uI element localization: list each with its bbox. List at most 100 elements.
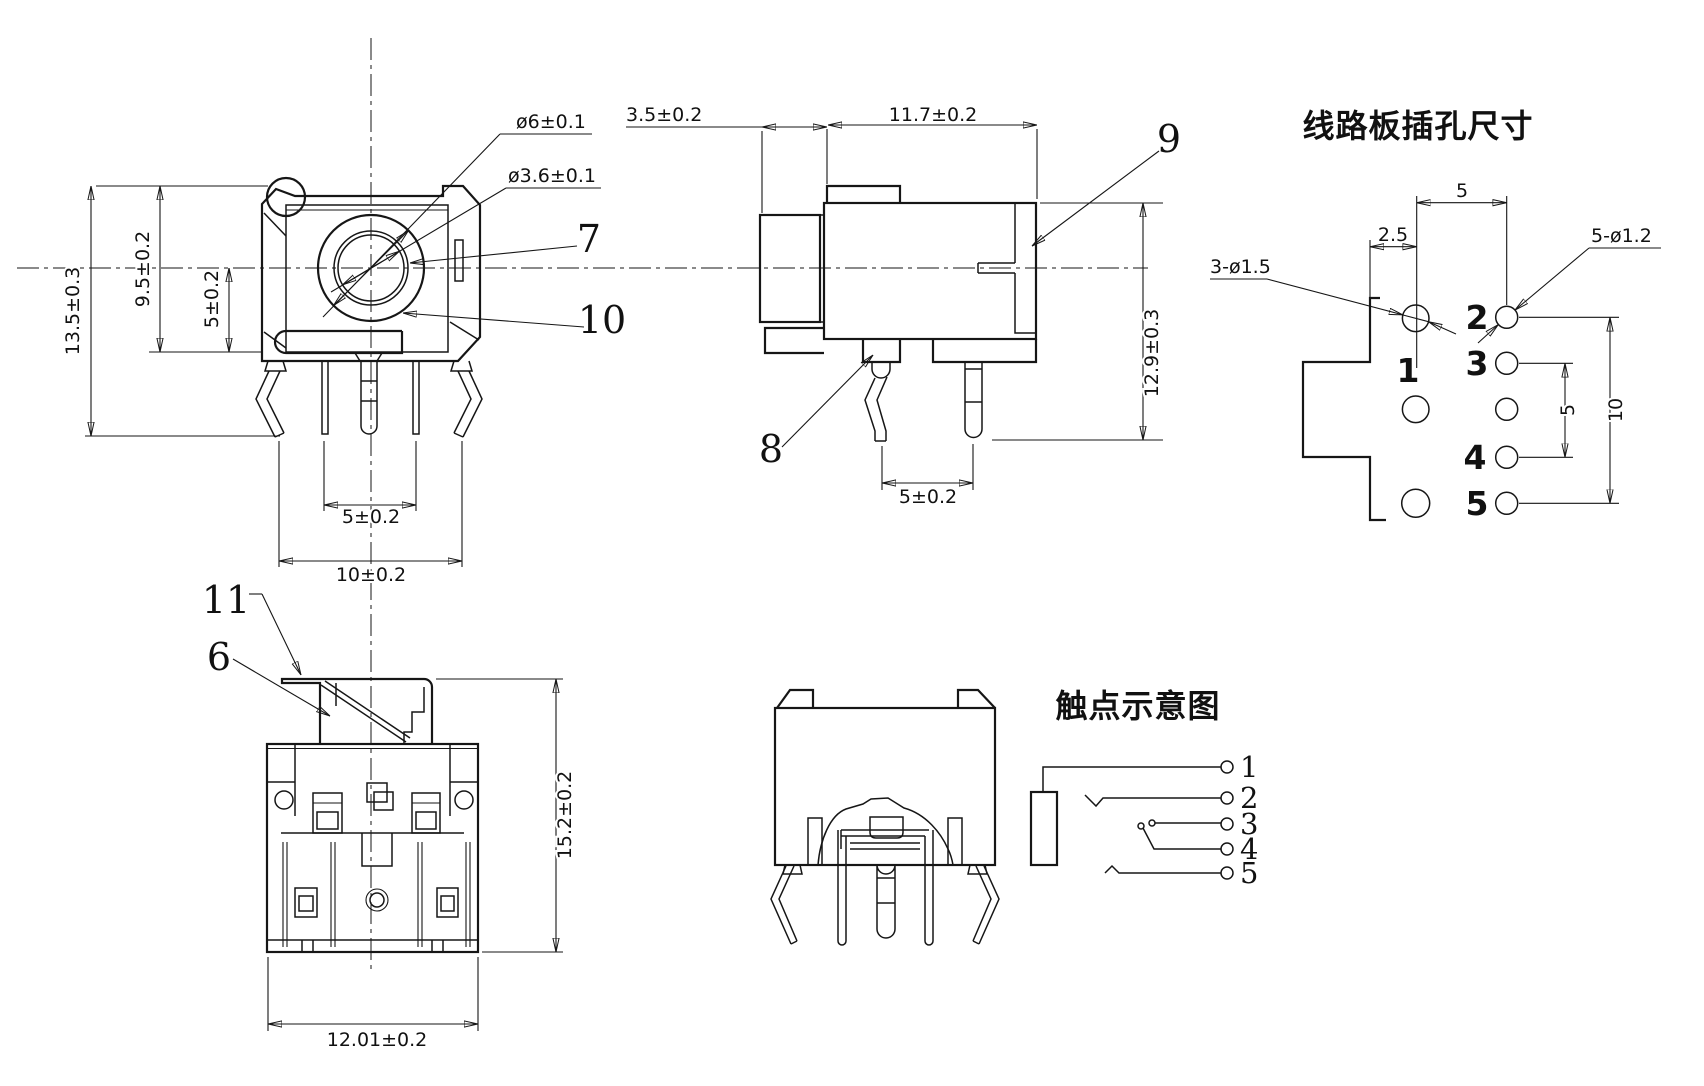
front-view-dimensions: 13.5±0.3 9.5±0.2 5±0.2 ø6±0.1 ø3.6±0.1 7… — [60, 109, 628, 588]
terminal-label-3: 3 — [1240, 807, 1258, 841]
base-bar — [273, 329, 404, 355]
callout-7: 7 — [577, 217, 601, 261]
hole-large-2 — [1401, 395, 1430, 424]
dim-body-height: 9.5±0.2 — [132, 231, 154, 307]
dim-side-height: 12.9±0.3 — [1141, 309, 1163, 397]
jack-hole — [337, 234, 405, 302]
bushing-nut — [758, 213, 822, 324]
bent-pin-left — [255, 370, 285, 438]
callout-10: 10 — [578, 298, 626, 342]
straight-pin-right — [412, 361, 420, 435]
hole-large-1 — [1401, 304, 1430, 333]
hole-large-3 — [1400, 488, 1431, 519]
shield-top — [280, 677, 434, 743]
mount-hole-left — [274, 790, 294, 810]
center-slot — [361, 833, 393, 867]
side-view-dimensions: 3.5±0.2 11.7±0.2 9 8 12.9±0.3 5±0.2 — [624, 102, 1183, 510]
hole-small-4 — [1494, 445, 1519, 470]
rear-center-pin — [876, 864, 896, 939]
jack-slot — [977, 262, 1015, 274]
center-hole — [369, 892, 385, 908]
pin-feet — [263, 360, 474, 372]
switch-contact-a — [1137, 822, 1145, 830]
dim-pin-pitch: 5±0.2 — [342, 506, 400, 528]
terminal-label-5: 5 — [1240, 856, 1258, 890]
rear-flat-pin-left — [837, 830, 847, 946]
note-left-holes: 3-ø1.5 — [1210, 256, 1271, 278]
dim-pin-span: 10±0.2 — [336, 564, 406, 586]
dim-back-width: 12.01±0.2 — [327, 1029, 428, 1051]
rear-body — [773, 706, 997, 867]
hole-small-5 — [1494, 491, 1519, 516]
terminal-label-1: 1 — [1240, 750, 1258, 784]
callout-11: 11 — [202, 578, 250, 622]
rear-bent-pin-right — [972, 865, 1000, 945]
right-foot — [931, 339, 1038, 364]
bent-pin-right — [453, 370, 483, 438]
top-step — [825, 184, 902, 203]
dim-row-span: 10 — [1605, 398, 1627, 422]
plug-symbol — [1029, 790, 1059, 867]
back-body — [265, 742, 480, 954]
terminal-circle-1 — [1220, 760, 1234, 774]
side-view — [758, 184, 1038, 442]
board-edge-profile — [1301, 296, 1386, 522]
switch-contact-b — [1148, 819, 1156, 827]
centerlines — [17, 38, 1148, 973]
dim-body-length: 11.7±0.2 — [889, 104, 977, 126]
terminal-circle-4 — [1220, 842, 1234, 856]
dim-col-offset: 2.5 — [1378, 224, 1408, 246]
dim-bushing-dia: ø6±0.1 — [516, 111, 586, 133]
bushing-ring-mid — [333, 230, 409, 306]
pin8-block — [861, 339, 902, 364]
hole-small-2 — [1494, 305, 1519, 330]
callout-9: 9 — [1157, 117, 1181, 161]
rubber-dome — [817, 797, 954, 866]
contact-title: 触点示意图 — [1055, 688, 1220, 724]
dim-back-height: 15.2±0.2 — [554, 771, 576, 859]
side-ear — [454, 239, 464, 282]
rear-flat-pin-right — [924, 830, 934, 946]
front-view — [255, 176, 483, 438]
hole-small-m — [1494, 397, 1519, 422]
contact-diagram: 触点示意图 1 2 3 4 5 — [1029, 688, 1258, 890]
hole-label-4: 4 — [1464, 438, 1487, 477]
dim-side-pin-pitch: 5±0.2 — [899, 486, 957, 508]
pin8-leg — [864, 376, 888, 442]
lower-front-tab — [763, 326, 824, 355]
rear-bent-pin-left — [770, 865, 798, 945]
hole-label-1: 1 — [1397, 351, 1420, 390]
straight-pin-left — [321, 361, 329, 435]
front-body-outline — [260, 184, 482, 363]
pcb-hole-view: 线路板插孔尺寸 1 2 3 4 5 5 2.5 3-ø1.5 5-ø1.2 5 — [1208, 108, 1661, 523]
hole-small-3 — [1494, 351, 1519, 376]
callout-6: 6 — [207, 635, 231, 679]
side-body — [822, 201, 1038, 341]
pin8-ball — [871, 362, 891, 379]
spring-wire-diagonal — [320, 680, 411, 743]
dim-overall-height: 13.5±0.3 — [62, 267, 84, 355]
dim-bushing-length: 3.5±0.2 — [626, 104, 702, 126]
note-right-holes: 5-ø1.2 — [1591, 225, 1652, 247]
hole-label-5: 5 — [1466, 484, 1489, 523]
terminal-circle-3 — [1220, 817, 1234, 831]
front-face-inner — [285, 204, 449, 353]
dim-hole-dia: ø3.6±0.1 — [508, 165, 596, 187]
side-center-pin — [964, 362, 983, 439]
hole-label-2: 2 — [1466, 298, 1489, 337]
back-view-dimensions: 11 6 15.2±0.2 12.01±0.2 — [200, 577, 578, 1054]
rear-view — [770, 688, 1000, 946]
dim-col-pitch: 5 — [1456, 180, 1468, 202]
terminal-label-2: 2 — [1240, 781, 1258, 815]
terminal-circle-2 — [1220, 791, 1234, 805]
dim-row-pitch: 5 — [1557, 404, 1579, 416]
dim-center-to-base: 5±0.2 — [201, 270, 223, 328]
hole-label-3: 3 — [1466, 344, 1489, 383]
callout-8: 8 — [759, 427, 783, 471]
pcb-view-title: 线路板插孔尺寸 — [1302, 108, 1533, 144]
bushing-ring-outer — [316, 213, 426, 323]
mount-hole-right — [454, 790, 474, 810]
terminal-circle-5 — [1220, 866, 1234, 880]
